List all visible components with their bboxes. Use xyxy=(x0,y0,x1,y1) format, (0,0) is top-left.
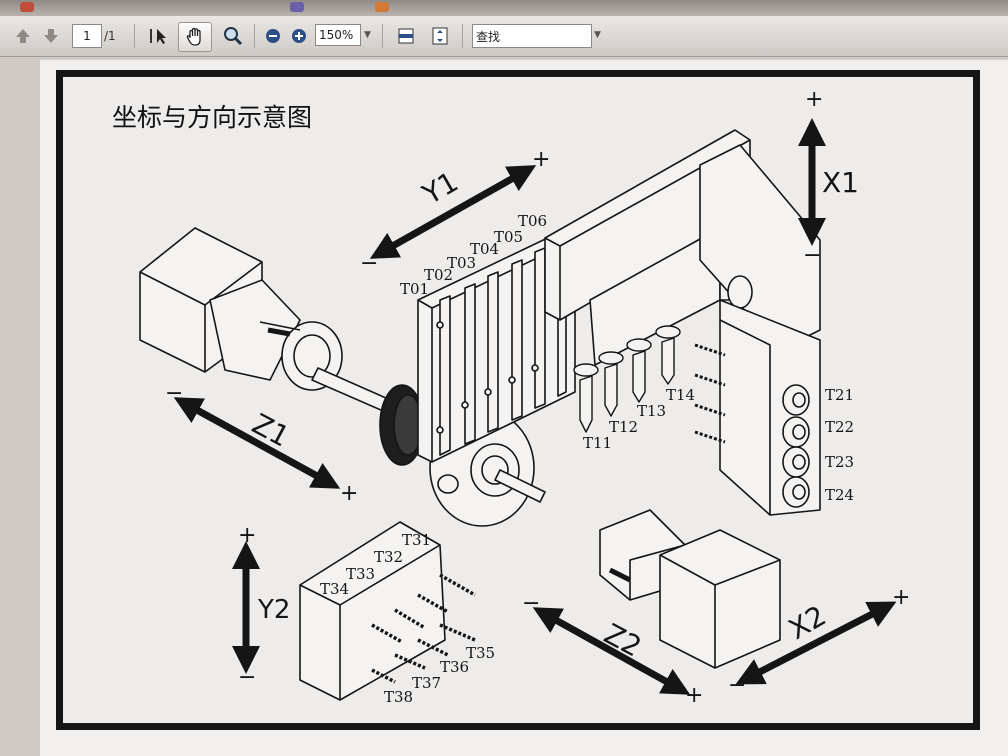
y1-label: Y1 xyxy=(416,165,464,212)
toolbar-divider xyxy=(134,24,135,48)
tool-label-t38: T38 xyxy=(384,688,413,706)
drill-tools xyxy=(573,325,681,433)
diagram-title: 坐标与方向示意图 xyxy=(112,103,313,132)
tool-label-t13: T13 xyxy=(637,402,666,420)
live-tool-block xyxy=(299,521,446,701)
tool-label-t23: T23 xyxy=(825,453,854,471)
main-spindle xyxy=(139,227,396,415)
zoom-out-button[interactable] xyxy=(262,24,284,48)
next-page-button[interactable] xyxy=(40,24,62,48)
boring-holders xyxy=(782,384,810,508)
menu-icon-2[interactable] xyxy=(290,2,304,12)
tool-label-t24: T24 xyxy=(825,486,854,504)
tool-label-t02: T02 xyxy=(424,266,453,284)
tool-label-t14: T14 xyxy=(666,386,695,404)
z1-label: Z1 xyxy=(247,407,295,454)
tool-label-t05: T05 xyxy=(494,228,523,246)
tool-label-t21: T21 xyxy=(825,386,854,404)
search-input[interactable]: 查找 xyxy=(472,24,592,48)
x2-minus: − xyxy=(728,673,746,698)
y1-plus: + xyxy=(532,147,550,172)
x2-plus: + xyxy=(892,585,910,610)
chevron-down-icon[interactable]: ▼ xyxy=(594,30,601,40)
tool-label-t31: T31 xyxy=(402,531,431,549)
z2-label: Z2 xyxy=(599,617,647,664)
zoom-tool-button[interactable] xyxy=(220,24,246,48)
y1-minus: − xyxy=(360,251,378,276)
tool-label-t06: T06 xyxy=(518,212,547,230)
live-tool-bits xyxy=(371,573,476,684)
side-tools xyxy=(694,343,726,444)
menu-icon-3[interactable] xyxy=(375,2,389,12)
z1-plus: + xyxy=(340,481,358,506)
turret-disc xyxy=(379,384,546,527)
fit-width-button[interactable] xyxy=(394,24,418,48)
tool-label-t34: T34 xyxy=(320,580,349,598)
y2-plus: + xyxy=(238,523,256,548)
toolbar-divider xyxy=(254,24,255,48)
tool-label-t01: T01 xyxy=(400,280,429,298)
z2-plus: + xyxy=(685,683,703,708)
zoom-in-button[interactable] xyxy=(288,24,310,48)
z1-minus: − xyxy=(165,381,183,406)
tool-label-t04: T04 xyxy=(470,240,499,258)
previous-page-button[interactable] xyxy=(12,24,34,48)
tool-label-t33: T33 xyxy=(346,565,375,583)
x1-plus: + xyxy=(805,87,823,112)
y2-label: Y2 xyxy=(257,595,290,625)
select-tool-button[interactable] xyxy=(146,24,172,48)
y2-minus: − xyxy=(238,665,256,690)
tool-label-t36: T36 xyxy=(440,658,469,676)
z2-minus: − xyxy=(522,591,540,616)
menu-strip xyxy=(0,0,1008,16)
menu-icon-1[interactable] xyxy=(20,2,34,12)
tool-label-t11: T11 xyxy=(583,434,612,452)
toolbar-divider xyxy=(382,24,383,48)
tool-label-t12: T12 xyxy=(609,418,638,436)
down-arrow-icon xyxy=(44,29,58,43)
page-total: /1 xyxy=(104,29,116,43)
fit-page-icon xyxy=(432,27,448,45)
zoom-level-select[interactable]: 150% xyxy=(315,24,361,46)
tool-label-t03: T03 xyxy=(447,254,476,272)
tool-label-t35: T35 xyxy=(466,644,495,662)
toolbar-divider xyxy=(462,24,463,48)
pdf-toolbar: 1 /1 150% ▼ 查找 ▼ xyxy=(0,16,1008,57)
hand-tool-button[interactable] xyxy=(178,22,212,52)
tool-carriage xyxy=(544,129,821,516)
axis-arrows xyxy=(173,118,897,695)
zoom-icon xyxy=(224,27,243,46)
select-cursor-icon xyxy=(150,29,166,44)
zoom-out-icon xyxy=(266,29,280,43)
fit-page-button[interactable] xyxy=(428,24,452,48)
tool-label-t37: T37 xyxy=(412,674,441,692)
tool-label-t32: T32 xyxy=(374,548,403,566)
fit-width-icon xyxy=(398,28,414,44)
page-number-input[interactable]: 1 xyxy=(72,24,102,48)
x1-minus: − xyxy=(803,243,821,268)
hand-icon xyxy=(186,27,201,46)
gang-tool-block xyxy=(417,231,576,463)
zoom-in-icon xyxy=(292,29,306,43)
x1-label: X1 xyxy=(822,166,859,199)
tool-label-t22: T22 xyxy=(825,418,854,436)
chevron-down-icon[interactable]: ▼ xyxy=(364,30,371,40)
up-arrow-icon xyxy=(16,29,30,43)
